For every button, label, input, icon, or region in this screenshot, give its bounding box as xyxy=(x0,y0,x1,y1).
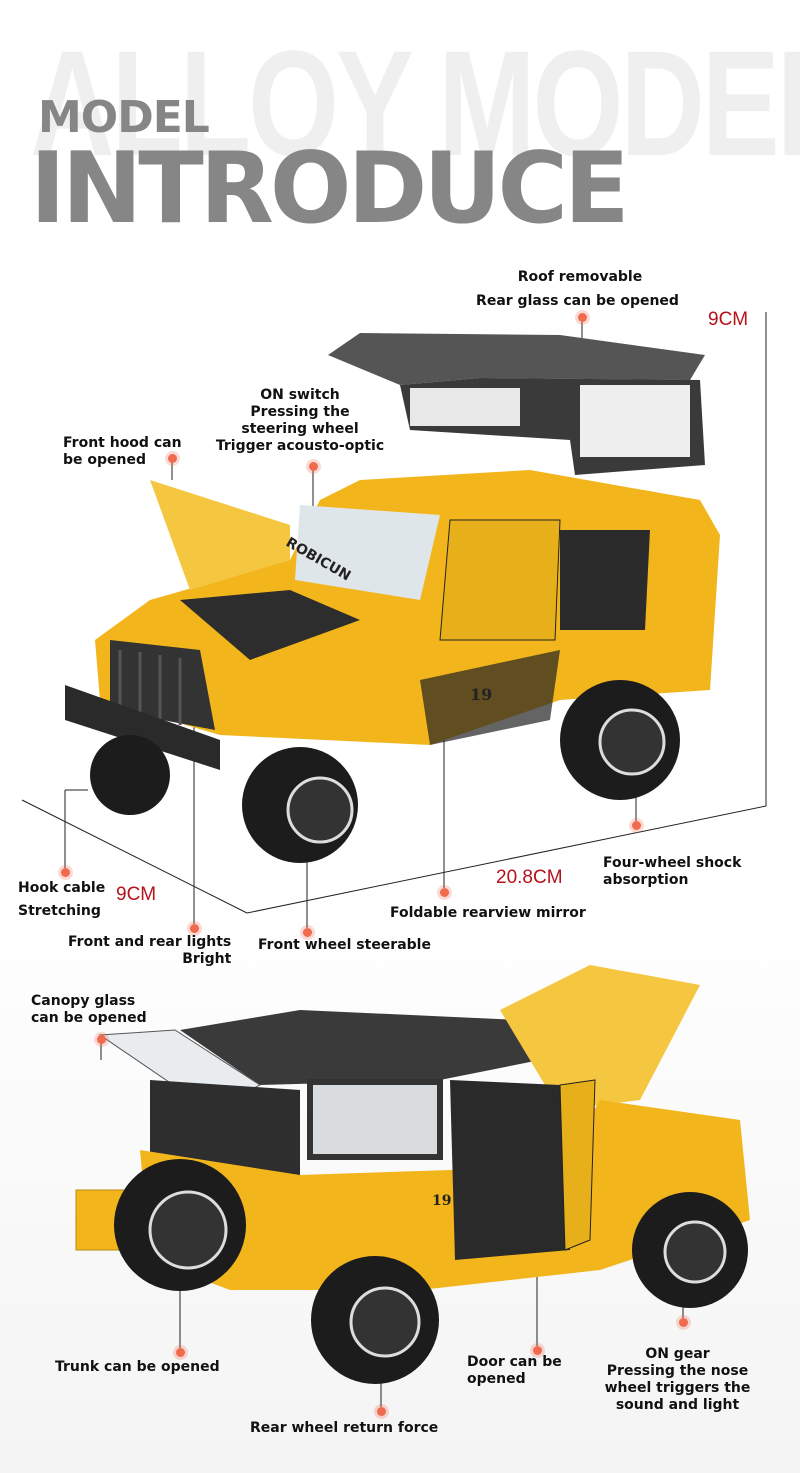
label-front-wheel: Front wheel steerable xyxy=(258,937,431,953)
label-line: Pressing the xyxy=(250,404,350,420)
removable-roof xyxy=(328,333,705,475)
callout-dot xyxy=(303,928,312,937)
wheels xyxy=(90,680,680,863)
label-line: wheel triggers the xyxy=(604,1380,751,1396)
callout-dot xyxy=(533,1346,542,1355)
label-rear-wheel: Rear wheel return force xyxy=(250,1420,439,1436)
callout-dot xyxy=(190,924,199,933)
callout-dot xyxy=(632,821,641,830)
label-on-switch: ON switch Pressing the steering wheel Tr… xyxy=(200,387,400,455)
callout-dot xyxy=(176,1348,185,1357)
label-rearview-mirror: Foldable rearview mirror xyxy=(390,905,586,921)
label-line: Door can be xyxy=(467,1354,562,1370)
label-line: can be opened xyxy=(31,1010,147,1026)
label-line: Stretching xyxy=(18,903,101,919)
label-line: Hook cable xyxy=(18,880,106,896)
callout-dot xyxy=(440,888,449,897)
callout-dot xyxy=(61,868,70,877)
label-line: sound and light xyxy=(615,1397,740,1413)
label-line: opened xyxy=(467,1371,526,1387)
callout-dot xyxy=(309,462,318,471)
label-trunk: Trunk can be opened xyxy=(55,1359,220,1375)
label-line: steering wheel xyxy=(241,421,359,437)
background-watermark-title: ALLOY MODEL xyxy=(30,19,800,187)
jeep-body: 19 ROBICUN xyxy=(65,470,720,770)
label-line: Bright xyxy=(182,951,232,967)
label-line: Pressing the nose xyxy=(606,1363,749,1379)
label-line: Canopy glass xyxy=(31,993,136,1009)
subtitle: MODEL xyxy=(38,92,210,143)
callout-dot xyxy=(168,454,177,463)
label-on-gear: ON gear Pressing the nose wheel triggers… xyxy=(590,1346,765,1414)
label-line: be opened xyxy=(63,452,147,468)
label-rear-glass: Rear glass can be opened xyxy=(476,293,679,309)
width-dimension: 9CM xyxy=(116,884,157,905)
callout-dot xyxy=(578,313,587,322)
label-hook-cable: Hook cable Stretching xyxy=(18,877,105,923)
page-title: INTRODUCE xyxy=(30,132,630,246)
label-shock-absorption: Four-wheel shock absorption xyxy=(603,855,741,889)
label-lights: Front and rear lights Bright xyxy=(68,934,231,968)
label-roof-removable: Roof removable xyxy=(517,269,643,285)
decal-number: 19 xyxy=(470,685,492,704)
height-dimension: 9CM xyxy=(708,309,749,330)
label-door: Door can be opened xyxy=(467,1354,562,1388)
label-line: Front and rear lights xyxy=(68,934,232,950)
label-line: Four-wheel shock xyxy=(603,855,742,871)
label-line: ON gear xyxy=(645,1346,710,1362)
label-line: Front hood can xyxy=(63,435,182,451)
callout-dot xyxy=(377,1407,386,1416)
label-canopy-glass: Canopy glass can be opened xyxy=(31,993,147,1027)
callout-dot xyxy=(97,1035,106,1044)
label-line: Trigger acousto-optic xyxy=(215,438,385,454)
label-line: absorption xyxy=(603,872,689,888)
length-dimension: 20.8CM xyxy=(496,867,563,888)
label-front-hood: Front hood can be opened xyxy=(63,435,182,469)
label-line: ON switch xyxy=(260,387,340,403)
decal-number-rear: 19 xyxy=(432,1193,451,1209)
callout-dot xyxy=(679,1318,688,1327)
